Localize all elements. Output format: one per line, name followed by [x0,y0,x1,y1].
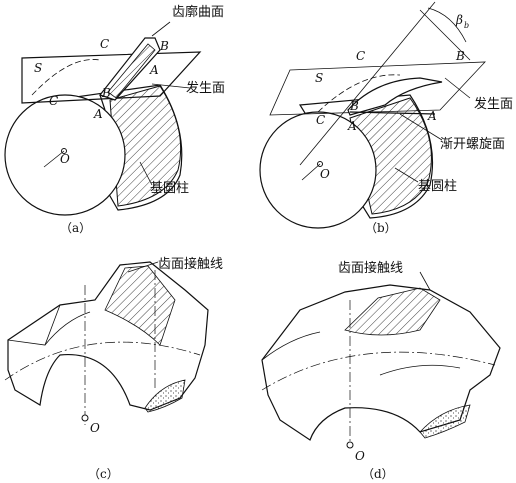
involute-helicoid-surface [347,77,443,116]
cylinder-end-face-b [259,111,377,229]
point-O-b: O [320,167,330,181]
point-A-bot-a: A [93,107,103,121]
point-A-bot-b: A [347,119,357,133]
point-O-a: O [60,152,70,166]
point-B-bot-b: B [349,99,359,113]
point-C-top-b: C [356,49,365,63]
label-beta-b: β [455,13,463,27]
label-involute-helicoid-b: 渐开螺旋面 [440,137,505,152]
point-B-top-a: B [159,39,169,53]
point-A-top-b: A [427,109,437,123]
cylinder-end-face-a [4,94,126,216]
point-A-top-a: A [149,63,159,77]
panel-a [4,21,202,216]
point-O-c: O [90,421,100,435]
caption-b: （b） [365,221,397,235]
point-B-bot-a: B [101,86,111,100]
point-B-top-b: B [455,49,465,63]
generating-plane-b [269,61,486,116]
caption-c: （c） [88,467,119,481]
point-C-bot-a: C [49,94,58,108]
caption-d: （d） [362,467,394,481]
point-S-a: S [34,61,42,75]
point-S-b: S [315,71,323,85]
label-base-cylinder-a: 基圆柱 [150,181,189,196]
point-C-top-a: C [100,37,109,51]
label-beta-sub-b: b [464,21,469,30]
point-O-d: O [355,449,365,463]
panel-c [4,261,209,425]
point-C-bot-b: C [316,113,325,127]
label-base-cylinder-b: 基圆柱 [418,179,457,194]
label-contact-line-d: 齿面接触线 [338,260,403,276]
label-generating-plane-b: 发生面 [474,96,513,112]
label-generating-plane-a: 发生面 [186,80,225,96]
caption-a: （a） [60,221,91,235]
panel-d [261,271,501,449]
center-point-d [346,441,354,449]
label-tooth-profile-a: 齿廓曲面 [172,4,224,20]
label-contact-line-c: 齿面接触线 [158,256,223,272]
panel-b [259,1,486,229]
helical-gear-segment [261,284,501,441]
center-point-c [81,414,89,422]
